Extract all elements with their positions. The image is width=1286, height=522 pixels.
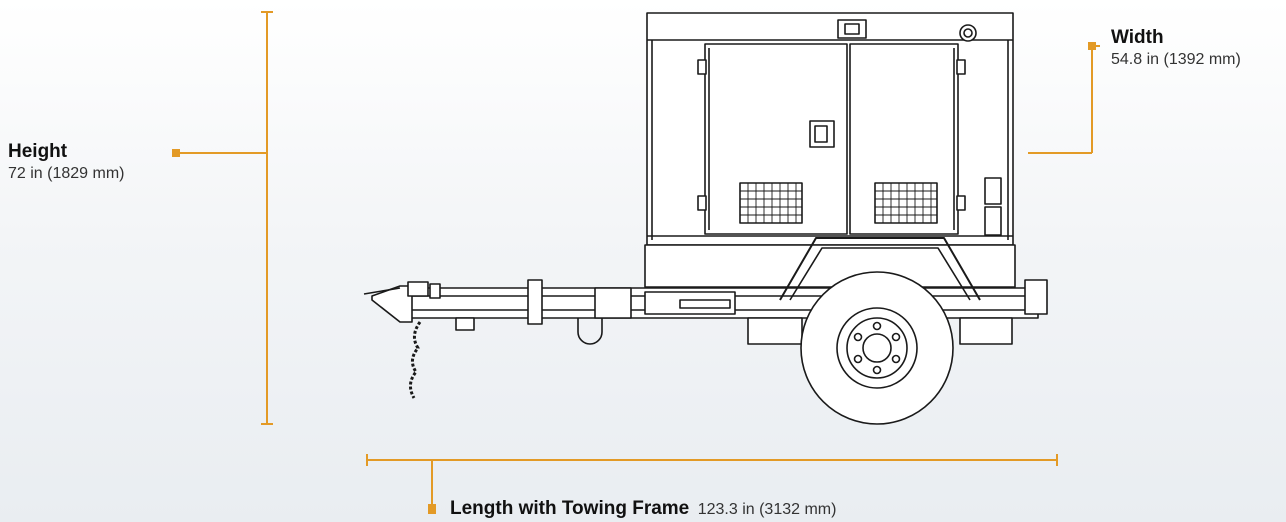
width-title: Width [1111, 27, 1164, 48]
width-value: 54.8 in (1392 mm) [1111, 50, 1241, 68]
lifting-eye-icon [837, 19, 867, 39]
height-label: Height 72 in (1829 mm) [8, 141, 125, 183]
fender [779, 237, 981, 301]
width-marker [1088, 42, 1096, 50]
length-value: 123.3 in (3132 mm) [697, 501, 837, 518]
length-title: Length with Towing Frame [450, 498, 690, 519]
exhaust-cap-icon [959, 24, 977, 42]
length-label: Length with Towing Frame 123.3 in (3132 … [450, 498, 836, 521]
height-value: 72 in (1829 mm) [8, 164, 125, 182]
hitch-coupler [371, 285, 413, 323]
left-louver [739, 182, 803, 224]
generator-drawing [363, 12, 1048, 425]
height-marker [172, 149, 180, 157]
base-skid [644, 244, 1016, 288]
width-leader-line [1028, 45, 1100, 154]
height-dimension-line [180, 11, 273, 425]
right-louver [874, 182, 938, 224]
door-handle-icon [809, 120, 835, 148]
width-label: Width 54.8 in (1392 mm) [1111, 27, 1241, 69]
height-title: Height [8, 141, 68, 162]
safety-chain [409, 321, 422, 399]
safety-chain-hook [577, 318, 603, 345]
length-marker [428, 504, 436, 514]
length-dimension-line [366, 454, 1058, 506]
